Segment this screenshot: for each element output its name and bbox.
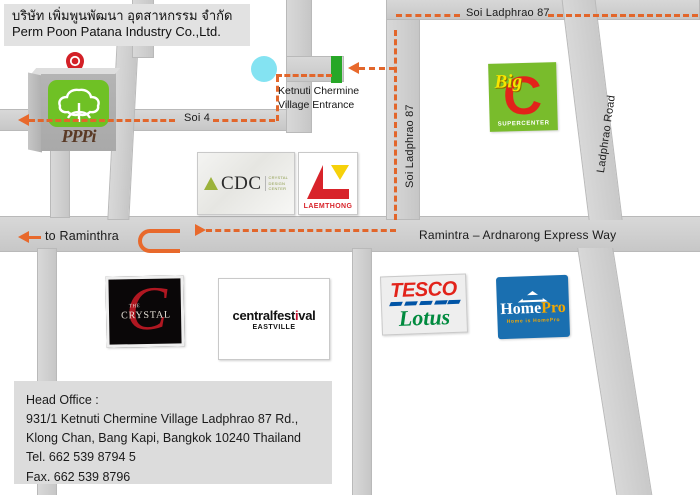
road-south-vertical-mid <box>352 248 372 495</box>
landmark-homepro: HomePro Home is HomePro <box>495 274 571 340</box>
laemthong-yellow-triangle <box>331 165 349 180</box>
logo-box-side-face <box>28 72 42 153</box>
central-festival-name: centralfestival <box>233 308 316 323</box>
homepro-name-part-2: Pro <box>540 298 567 317</box>
to-raminthra-arrow-icon <box>18 231 29 243</box>
route-dash-entrance-vertical <box>276 76 279 121</box>
landmark-tesco-lotus: TESCO Lotus <box>379 273 469 336</box>
route-arrow-to-gate <box>348 62 359 74</box>
route-arrow-to-pppi <box>18 114 29 126</box>
cdc-subtitle-line-1: Crystal <box>268 175 289 181</box>
cdc-subtitle-line-3: Center <box>268 186 287 192</box>
road-expressway <box>0 216 700 252</box>
landmark-central-festival: centralfestival EASTVILLE <box>218 278 330 360</box>
route-dash-soi4-right <box>213 119 275 122</box>
route-dash-entrance-horizontal <box>276 74 332 77</box>
cdc-triangle-icon <box>203 177 218 190</box>
bigc-word-big: Big <box>494 71 523 93</box>
cdc-subtitle: Crystal Design Center <box>269 175 288 191</box>
village-entrance-label: Ketnuti Chermine Village Entrance <box>278 84 359 112</box>
route-dash-soi4 <box>29 119 175 122</box>
laemthong-name: LAEMTHONG <box>303 203 353 210</box>
central-festival-part-2: fest <box>273 307 295 323</box>
cdc-subtitle-line-2: Design <box>268 180 286 186</box>
landmark-bigc: C Big SUPERCENTER <box>488 62 558 132</box>
route-dash-soi87-vertical <box>394 30 397 220</box>
address-line-4: Tel. 662 539 8794 5 <box>26 450 136 465</box>
location-dot-marker <box>251 56 277 82</box>
route-dash-expressway <box>206 229 396 232</box>
company-title-box: บริษัท เพิ่มพูนพัฒนา อุตสาหกรรม จำกัด Pe… <box>4 4 250 47</box>
route-arrow-uturn <box>195 224 206 236</box>
village-entrance-line-2: Village Entrance <box>278 99 355 112</box>
address-line-1: Head Office : <box>26 393 99 407</box>
road-label-soi-4: Soi 4 <box>184 112 211 124</box>
central-festival-sub: EASTVILLE <box>252 323 296 331</box>
village-entrance-line-1: Ketnuti Chermine <box>278 85 360 97</box>
homepro-name: HomePro <box>500 298 566 317</box>
landmark-the-crystal: C THE CRYSTAL <box>105 275 185 348</box>
address-line-3: Klong Chan, Bang Kapi, Bangkok 10240 Tha… <box>26 431 301 446</box>
route-dash-soi87-top-left <box>396 14 460 17</box>
company-logo-text: PPPi <box>61 126 97 146</box>
road-label-soi-ladphrao-87-top: Soi Ladphrao 87 <box>466 7 550 19</box>
landmark-laemthong: LAEMTHONG <box>298 152 358 215</box>
central-festival-part-1: central <box>232 307 274 323</box>
laemthong-mark-icon <box>305 163 351 203</box>
road-label-soi-ladphrao-87-vertical: Soi Ladphrao 87 <box>404 104 416 188</box>
road-soi-ladphrao-87 <box>386 0 420 220</box>
address-box: Head Office : 931/1 Ketnuti Chermine Vil… <box>14 381 332 484</box>
cdc-divider <box>264 176 266 191</box>
road-label-expressway: Ramintra – Ardnarong Express Way <box>419 228 617 242</box>
route-dash-gate-approach <box>359 67 395 70</box>
lotus-name: Lotus <box>398 304 451 331</box>
company-logo-pppi: PPPi <box>27 68 121 153</box>
company-title-thai: บริษัท เพิ่มพูนพัฒนา อุตสาหกรรม จำกัด <box>12 8 233 23</box>
road-ladphrao-road-lower <box>577 248 653 495</box>
to-raminthra-label: to Raminthra <box>45 229 119 243</box>
address-line-5: Fax. 662 539 8796 <box>26 469 131 484</box>
crystal-name: CRYSTAL <box>120 309 171 322</box>
homepro-name-part-1: Home <box>500 299 542 318</box>
company-title-english: Perm Poon Patana Industry Co.,Ltd. <box>12 24 221 40</box>
tesco-name: TESCO <box>389 277 458 303</box>
crystal-article: THE <box>128 304 141 310</box>
central-festival-accent: i <box>294 307 299 323</box>
central-festival-part-3: val <box>298 307 316 323</box>
route-dash-soi87-top-right <box>548 14 698 17</box>
cdc-name: CDC <box>220 172 262 194</box>
address-line-2: 931/1 Ketnuti Chermine Village Ladphrao … <box>26 412 299 427</box>
homepro-tagline: Home is HomePro <box>506 316 561 325</box>
logo-box-front-face: PPPi <box>41 74 116 151</box>
tree-icon <box>57 88 101 129</box>
village-gate-marker <box>331 56 342 83</box>
laemthong-red-base <box>319 189 349 199</box>
landmark-cdc: CDC Crystal Design Center <box>197 152 295 215</box>
route-uturn-marker <box>138 229 180 253</box>
to-raminthra-line <box>27 236 41 239</box>
